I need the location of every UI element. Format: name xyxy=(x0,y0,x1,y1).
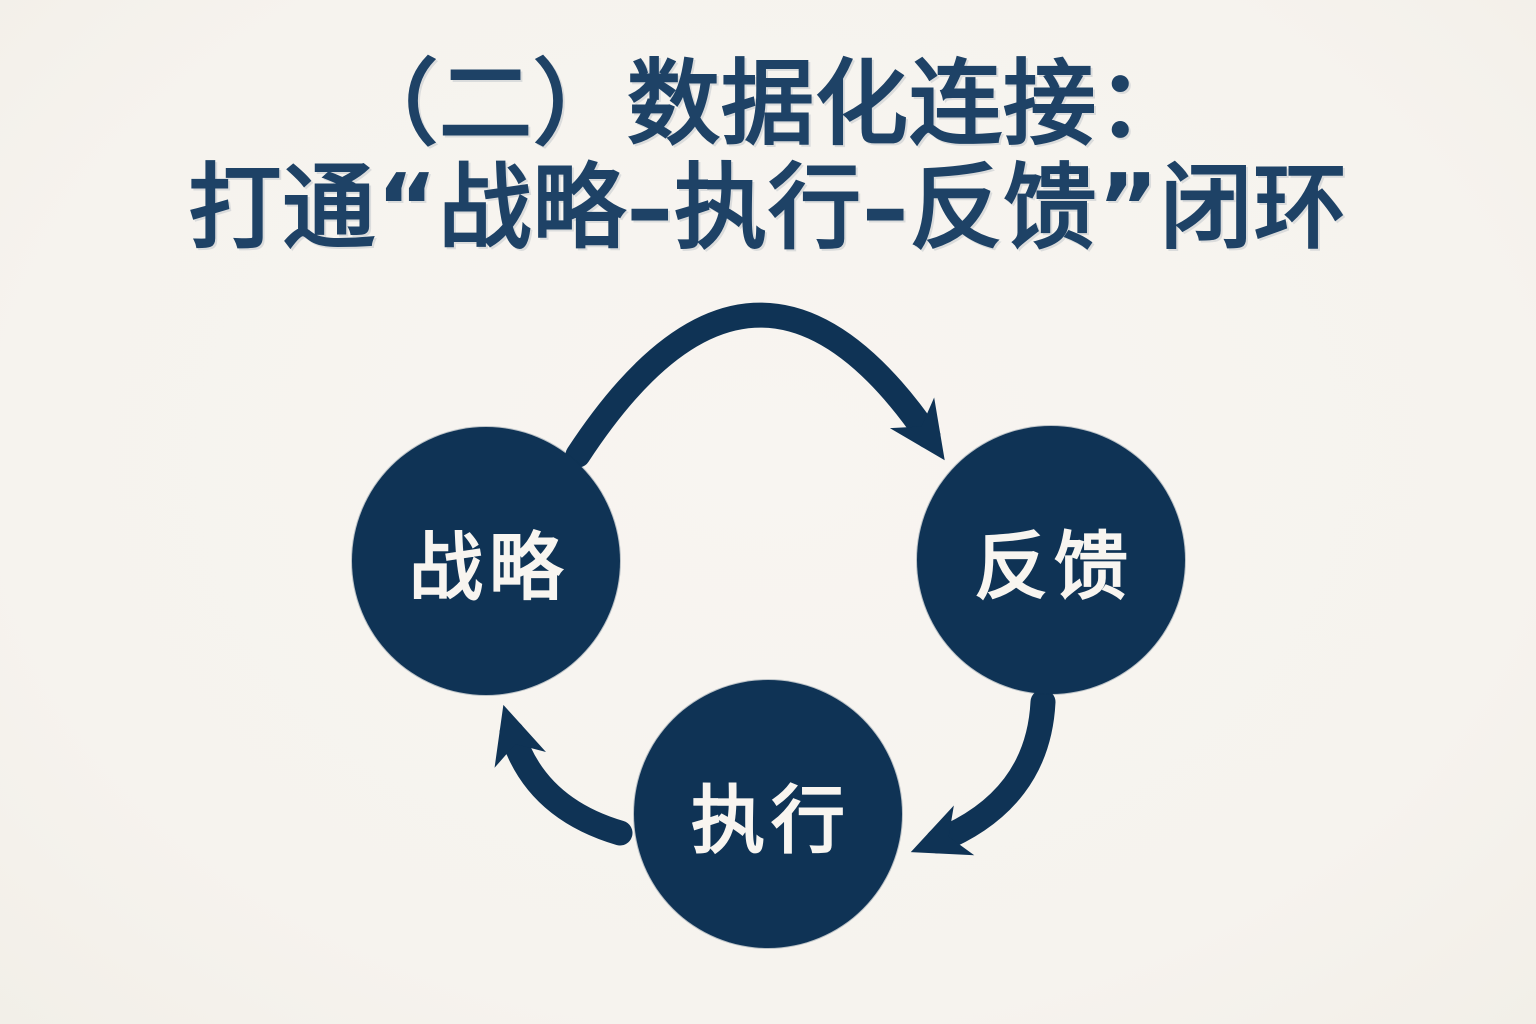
node-feedback-label: 反馈 xyxy=(974,523,1134,610)
node-strategy-label: 战略 xyxy=(409,524,569,611)
node-execution-label: 执行 xyxy=(691,777,851,864)
title-line-2: 打通“战略–执行–反馈”闭环 xyxy=(188,154,1348,263)
arrow-strategy-to-feedback xyxy=(565,302,945,468)
node-strategy: 战略 xyxy=(352,427,620,695)
slide-title: （二）数据化连接： 打通“战略–执行–反馈”闭环 xyxy=(0,52,1536,260)
title-line-1: （二）数据化连接： xyxy=(345,50,1191,158)
node-execution: 执行 xyxy=(634,680,902,948)
arrow-feedback-to-execution xyxy=(910,689,1056,856)
arrow-execution-to-strategy xyxy=(494,704,633,846)
node-feedback: 反馈 xyxy=(917,426,1185,694)
